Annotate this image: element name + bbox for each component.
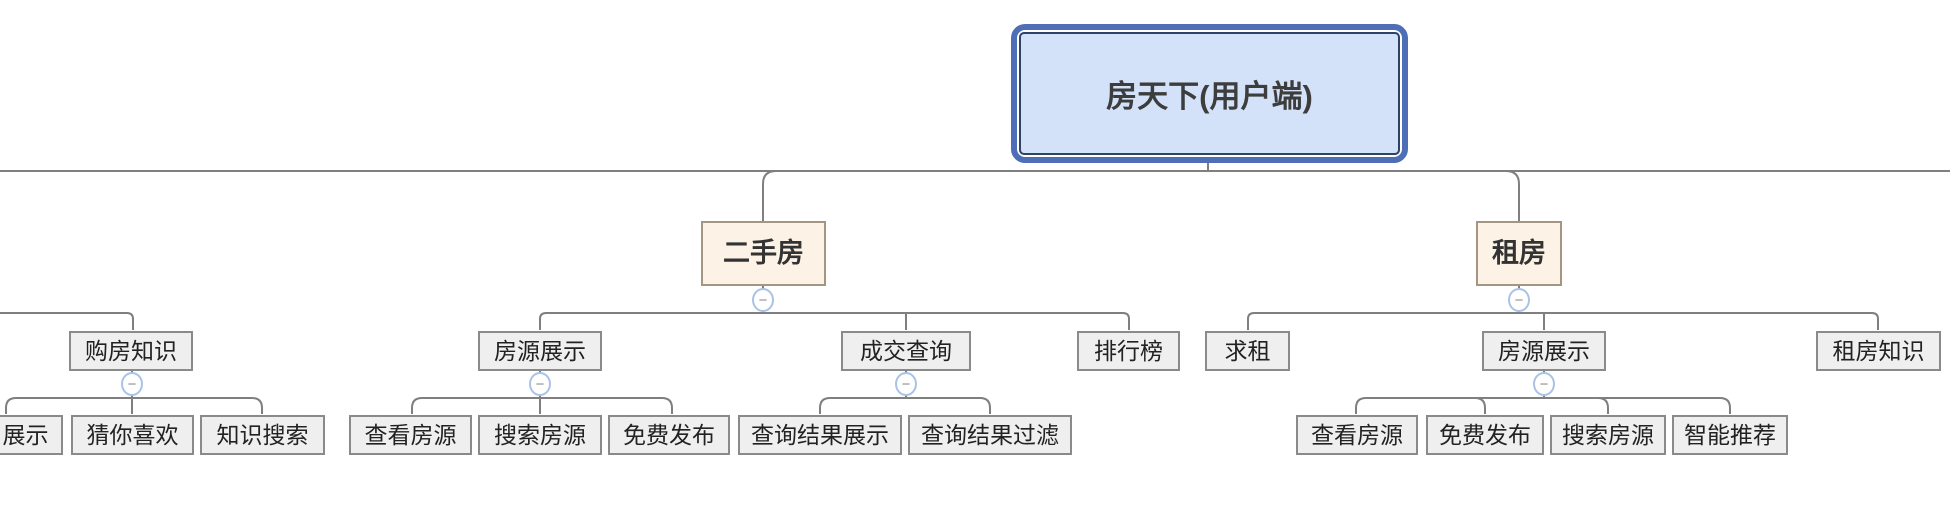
node-query-result-filter[interactable]: 查询结果过滤 bbox=[908, 415, 1072, 455]
root-node[interactable]: 房天下(用户端) bbox=[1011, 24, 1408, 163]
rail-offscreen-left bbox=[0, 312, 134, 330]
collapse-button-purchase-knowledge[interactable]: − bbox=[121, 372, 143, 396]
root-node-label: 房天下(用户端) bbox=[1019, 32, 1400, 155]
node-search-listings-rent[interactable]: 搜索房源 bbox=[1550, 415, 1666, 455]
node-smart-recommend[interactable]: 智能推荐 bbox=[1672, 415, 1788, 455]
rail-renting-children bbox=[1247, 312, 1879, 330]
drop-renting bbox=[1505, 170, 1520, 221]
collapse-button-transaction-query[interactable]: − bbox=[895, 372, 917, 396]
node-query-result-display[interactable]: 查询结果展示 bbox=[738, 415, 902, 455]
collapse-button-listing-display-left[interactable]: − bbox=[529, 372, 551, 396]
drop-secondhand bbox=[762, 170, 777, 221]
node-rent-seeking[interactable]: 求租 bbox=[1205, 331, 1290, 371]
collapse-button-renting[interactable]: − bbox=[1508, 288, 1530, 312]
node-view-listings-rent[interactable]: 查看房源 bbox=[1296, 415, 1418, 455]
node-search-listings-left[interactable]: 搜索房源 bbox=[478, 415, 602, 455]
node-renting[interactable]: 租房 bbox=[1476, 221, 1562, 286]
collapse-button-listing-display-rent[interactable]: − bbox=[1533, 372, 1555, 396]
node-listing-display-rent[interactable]: 房源展示 bbox=[1482, 331, 1606, 371]
node-knowledge-search[interactable]: 知识搜索 bbox=[200, 415, 325, 455]
node-guess-you-like[interactable]: 猜你喜欢 bbox=[71, 415, 194, 455]
node-renting-knowledge[interactable]: 租房知识 bbox=[1816, 331, 1941, 371]
node-free-post-rent[interactable]: 免费发布 bbox=[1426, 415, 1544, 455]
collapse-button-secondhand[interactable]: − bbox=[752, 288, 774, 312]
node-secondhand-house[interactable]: 二手房 bbox=[701, 221, 826, 286]
node-free-post-left[interactable]: 免费发布 bbox=[608, 415, 730, 455]
node-purchase-knowledge[interactable]: 购房知识 bbox=[69, 331, 193, 371]
node-display-partial[interactable]: 展示 bbox=[0, 415, 63, 455]
rail-secondhand-children bbox=[539, 312, 1130, 330]
node-listing-display-left[interactable]: 房源展示 bbox=[478, 331, 602, 371]
node-transaction-query[interactable]: 成交查询 bbox=[841, 331, 971, 371]
node-view-listings-left[interactable]: 查看房源 bbox=[349, 415, 472, 455]
node-ranking[interactable]: 排行榜 bbox=[1077, 331, 1180, 371]
